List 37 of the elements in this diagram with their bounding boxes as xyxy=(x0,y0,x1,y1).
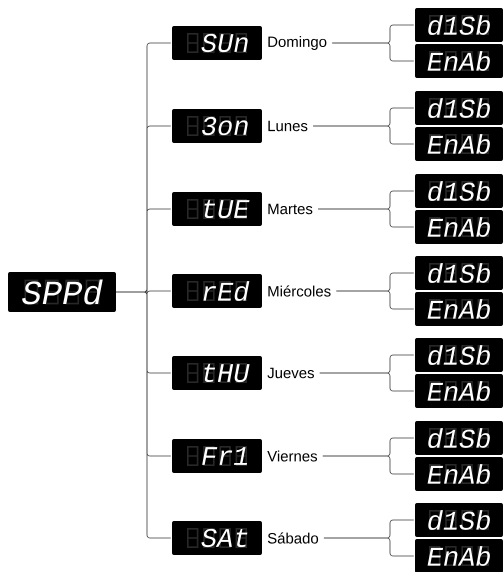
display-box: SUn xyxy=(172,26,262,60)
connector-line xyxy=(116,292,172,538)
display-box: Fr1 xyxy=(172,439,262,473)
display-box: d1Sb xyxy=(415,91,503,125)
day-label: Viernes xyxy=(267,450,318,462)
display-box: EnAb xyxy=(415,457,503,491)
display-box: EnAb xyxy=(415,127,503,161)
display-box: d1Sb xyxy=(415,421,503,455)
display-box: d1Sb xyxy=(415,8,503,42)
display-box: d1Sb xyxy=(415,256,503,290)
display-box: tUE xyxy=(172,192,262,226)
connector-line xyxy=(312,126,414,144)
connector-line xyxy=(336,290,414,310)
display-box: rEd xyxy=(172,274,262,308)
connector-line xyxy=(332,42,414,62)
day-label: Miércoles xyxy=(268,285,331,297)
display-box: d1Sb xyxy=(415,338,503,372)
connector-line xyxy=(324,538,414,556)
day-label: Martes xyxy=(268,204,312,214)
display-box: EnAb xyxy=(415,292,503,326)
display-box: SAt xyxy=(172,521,262,555)
day-label: Jueves xyxy=(267,368,314,378)
connector-line xyxy=(319,372,414,392)
day-label: Domingo xyxy=(268,36,326,50)
display-box: EnAb xyxy=(415,210,503,244)
display-box: tHU xyxy=(172,356,262,390)
display-box: SPPd xyxy=(8,272,116,312)
connector-line xyxy=(322,456,414,474)
display-box: EnAb xyxy=(415,44,503,78)
display-box: d1Sb xyxy=(415,503,503,537)
display-box: EnAb xyxy=(415,374,503,408)
day-label: Sábado xyxy=(268,532,318,544)
display-box: d1Sb xyxy=(415,174,503,208)
display-box: EnAb xyxy=(415,539,503,572)
day-label: Lunes xyxy=(268,120,308,132)
connector-line xyxy=(318,208,414,228)
display-box: 3on xyxy=(172,109,262,143)
